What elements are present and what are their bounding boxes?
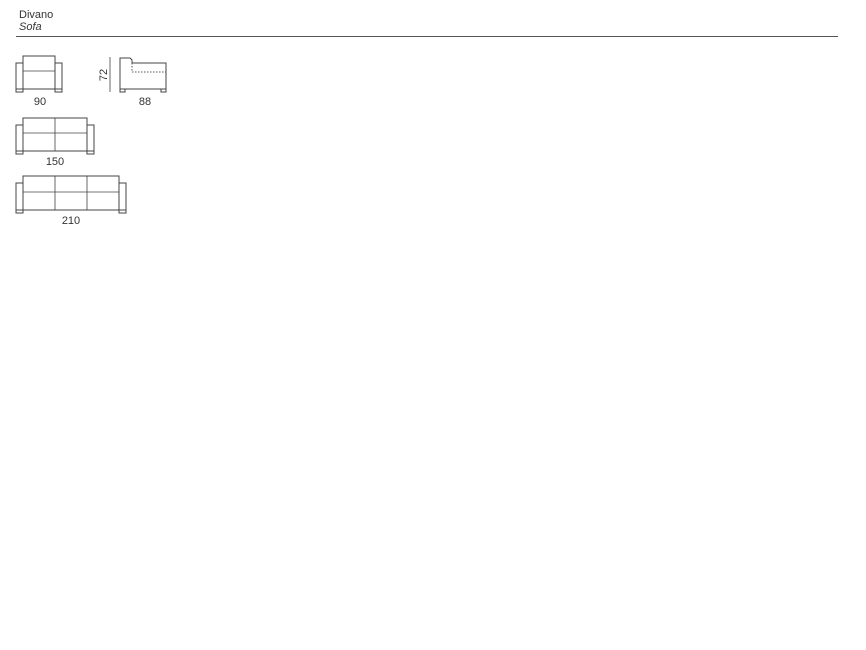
armchair-left-arm [15, 62, 24, 91]
three-seat-left-foot [15, 209, 24, 214]
page-subtitle: Sofa [19, 21, 42, 33]
sofa-three-seat-drawing: 210 [15, 175, 127, 227]
two-seat-width-label: 150 [46, 156, 64, 168]
header-divider [16, 36, 838, 37]
two-seat-left-foot [15, 150, 24, 155]
two-seat-left-arm [15, 124, 24, 153]
armchair-left-foot [15, 88, 24, 93]
three-seat-width-label: 210 [62, 215, 80, 227]
armchair-right-arm [54, 62, 63, 91]
page-title: Divano [19, 9, 54, 21]
sofa-two-seat-drawing: 150 [15, 117, 95, 168]
two-seat-right-foot [86, 150, 95, 155]
side-seat-hidden-line [131, 63, 166, 73]
three-seat-left-arm [15, 182, 24, 211]
armchair-front-drawing: 90 [15, 55, 63, 108]
header: Divano Sofa [19, 9, 53, 33]
three-seat-right-arm [118, 182, 127, 211]
side-height-label: 72 [98, 69, 110, 81]
side-front-foot [119, 88, 126, 93]
armchair-width-label: 90 [34, 96, 46, 108]
side-profile-body [119, 57, 167, 90]
armchair-backrest [22, 55, 56, 90]
two-seat-right-arm [86, 124, 95, 153]
side-back-foot [160, 88, 167, 93]
side-view-drawing: 72 88 [98, 57, 167, 108]
three-seat-backrest [22, 175, 120, 211]
three-seat-right-foot [118, 209, 127, 214]
side-depth-label: 88 [139, 96, 151, 108]
armchair-right-foot [54, 88, 63, 93]
